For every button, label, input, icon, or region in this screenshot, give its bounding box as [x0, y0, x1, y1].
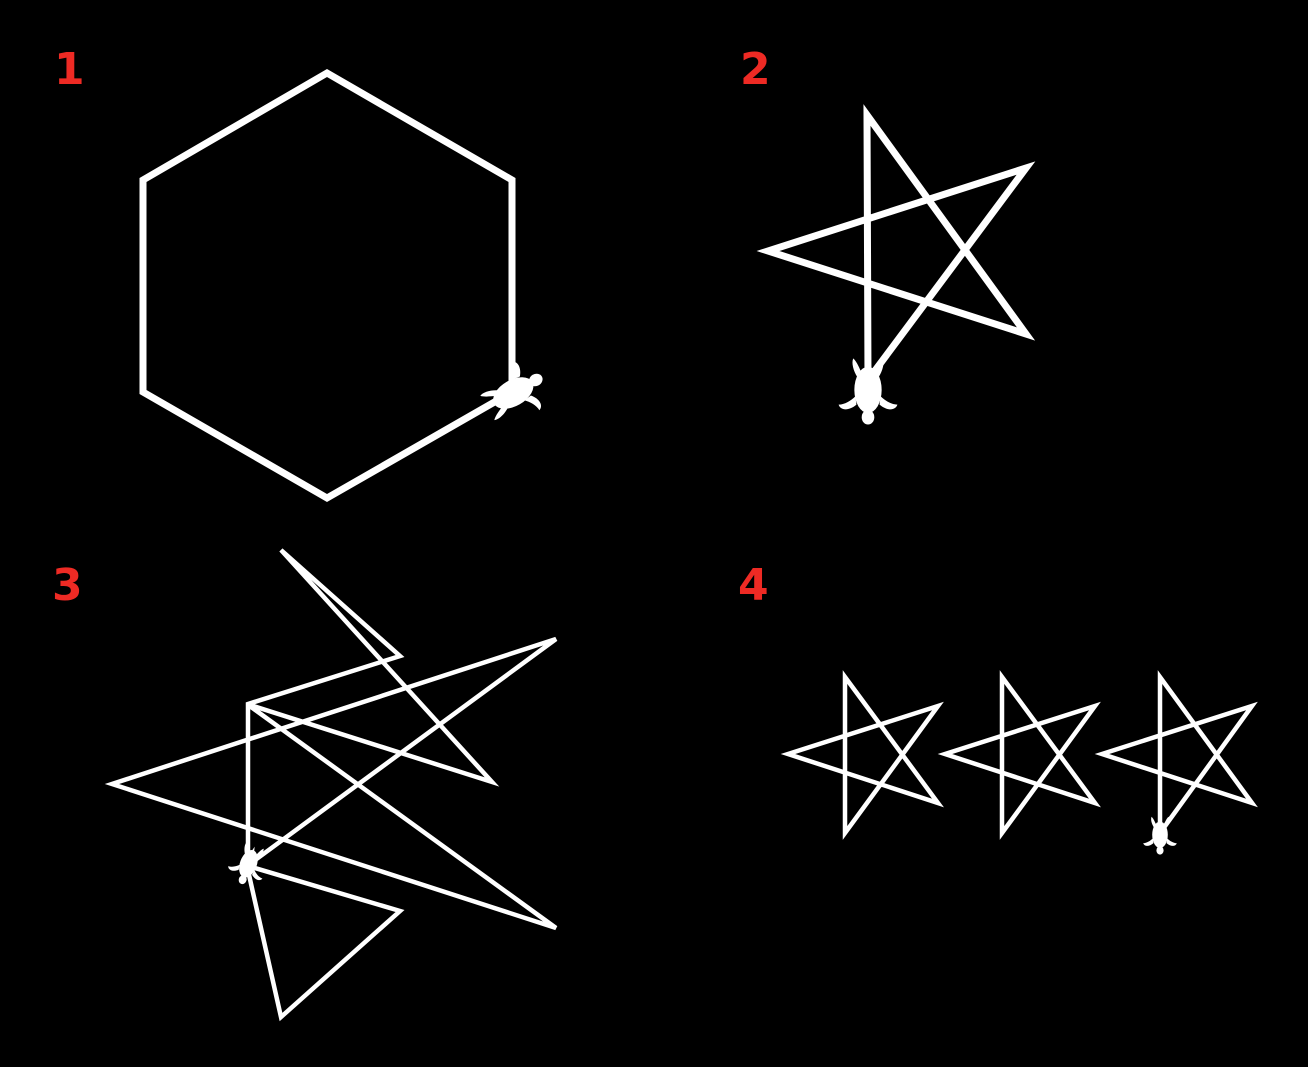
turtle-icon [473, 352, 556, 433]
small-pentagram-1 [780, 670, 944, 840]
panel-2-pentagram [756, 104, 1036, 425]
panel-number-4: 4 [738, 560, 769, 611]
turtle-icon [838, 358, 898, 425]
panel-4-pentagram-row [780, 670, 1258, 855]
panel-3-heptagram [104, 548, 558, 1022]
heptagram-shape [104, 548, 558, 1022]
hexagon-shape [139, 68, 516, 503]
turtle-icon [1143, 816, 1177, 855]
panel-number-1: 1 [54, 44, 85, 95]
pentagram-shape [756, 104, 1036, 391]
small-pentagram-2 [937, 670, 1101, 840]
panel-number-2: 2 [740, 44, 771, 95]
small-pentagram-3 [1094, 670, 1258, 840]
panel-number-3: 3 [52, 560, 83, 611]
panel-1-hexagon [139, 68, 556, 503]
